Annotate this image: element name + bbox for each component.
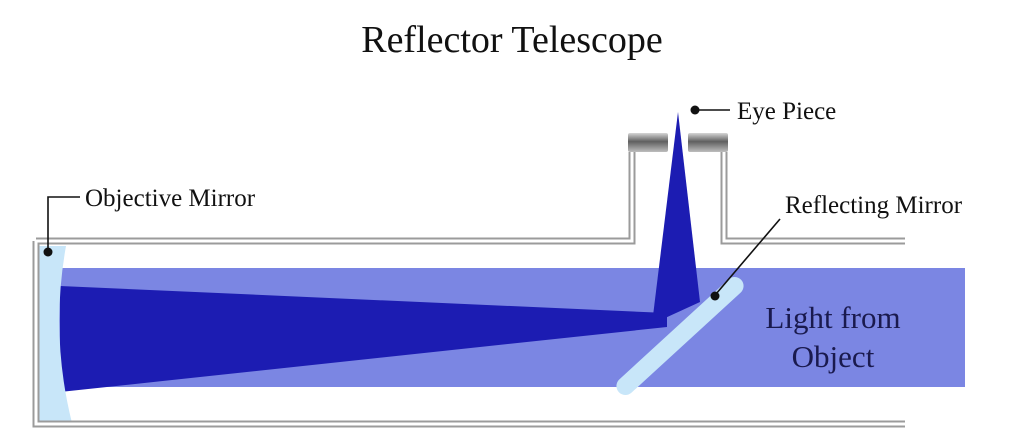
converging-beam [60,286,667,392]
tube-outline-white-core [34,152,905,426]
eye-piece-leader-dot [690,105,700,115]
tube-top-right-wall-core [722,152,905,243]
reflecting-mirror [616,277,744,395]
eyepiece-right-cap [688,133,728,152]
eye-piece-label: Eye Piece [737,98,836,125]
page-title: Reflector Telescope [361,19,663,61]
objective-mirror-leader-line [47,196,80,249]
reflecting-mirror-leader-line [715,218,781,295]
objective-mirror-leader-dot [43,247,53,257]
reflecting-mirror-label: Reflecting Mirror [785,192,963,219]
label-leader-lines [47,109,781,295]
tube-left-bottom-wall-core [34,241,905,426]
light-from-object-label: Light from Object [765,300,900,374]
reflected-beam [652,112,700,324]
eyepiece-left-cap [628,133,668,152]
tube-top-left-wall-core [36,152,634,243]
light-from-object-line1: Light from [765,300,900,335]
light-from-object-line2: Object [792,339,875,374]
objective-mirror-label: Objective Mirror [85,185,256,212]
objective-mirror [35,246,72,423]
reflecting-mirror-leader-dot [710,291,720,301]
label-dots [43,105,720,301]
